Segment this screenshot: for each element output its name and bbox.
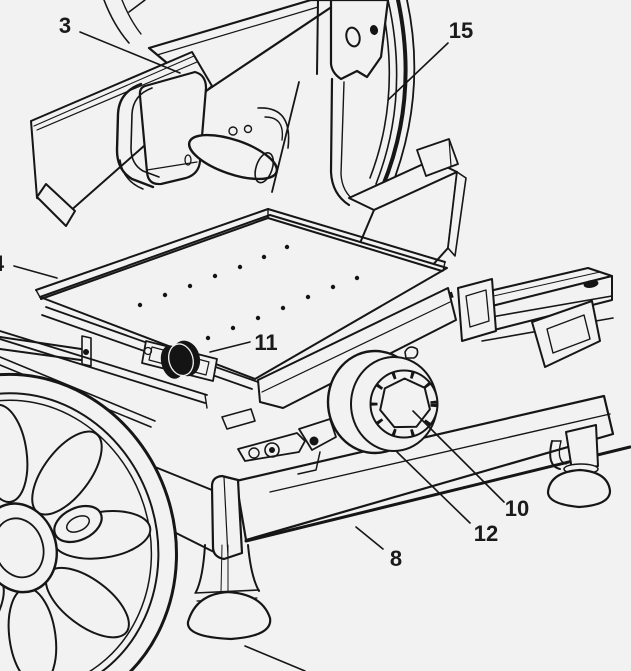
rear-block bbox=[416, 138, 459, 177]
callout-3: 3 bbox=[59, 13, 71, 38]
base-frame bbox=[0, 330, 631, 641]
column-hole bbox=[345, 26, 361, 48]
front-suction-foot bbox=[186, 590, 272, 641]
clamp-strap bbox=[115, 82, 155, 189]
small-clamp-knob bbox=[160, 340, 201, 379]
callouts: 3 15 4 11 10 12 8 bbox=[0, 0, 529, 671]
leader-line-8 bbox=[355, 526, 384, 550]
flywheel-handle bbox=[53, 504, 103, 544]
handle-hook bbox=[228, 126, 238, 136]
table-perforations bbox=[137, 244, 360, 341]
carriage-head bbox=[115, 70, 279, 190]
table-assembly bbox=[35, 208, 457, 409]
rear-suction-foot bbox=[546, 468, 612, 509]
hand-knob bbox=[326, 346, 439, 455]
callout-11: 11 bbox=[254, 330, 277, 355]
callout-4: 4 bbox=[0, 251, 5, 276]
leader-stub-bottom bbox=[244, 645, 306, 671]
knob-knurling bbox=[370, 370, 438, 438]
rail-end-hole bbox=[583, 280, 599, 288]
leader-line-10 bbox=[412, 410, 505, 503]
leader-line-3 bbox=[79, 31, 181, 74]
knob-tab bbox=[404, 346, 419, 359]
leader-line-11 bbox=[209, 341, 251, 353]
release-lever bbox=[237, 432, 306, 462]
callout-10: 10 bbox=[505, 496, 529, 521]
flywheel bbox=[0, 372, 178, 671]
carriage-handle bbox=[187, 133, 279, 184]
leader-line-4 bbox=[13, 265, 58, 279]
leader-stub-top bbox=[128, 0, 146, 13]
callout-15: 15 bbox=[449, 18, 473, 43]
column-pin-hole bbox=[369, 25, 379, 35]
callout-8: 8 bbox=[390, 546, 402, 571]
handle-hook bbox=[243, 124, 253, 134]
leader-line-12 bbox=[396, 451, 471, 524]
leader-line-15 bbox=[387, 42, 449, 101]
slide-rail-assembly bbox=[443, 267, 614, 368]
callout-12: 12 bbox=[474, 521, 498, 546]
rear-leg bbox=[565, 424, 599, 471]
